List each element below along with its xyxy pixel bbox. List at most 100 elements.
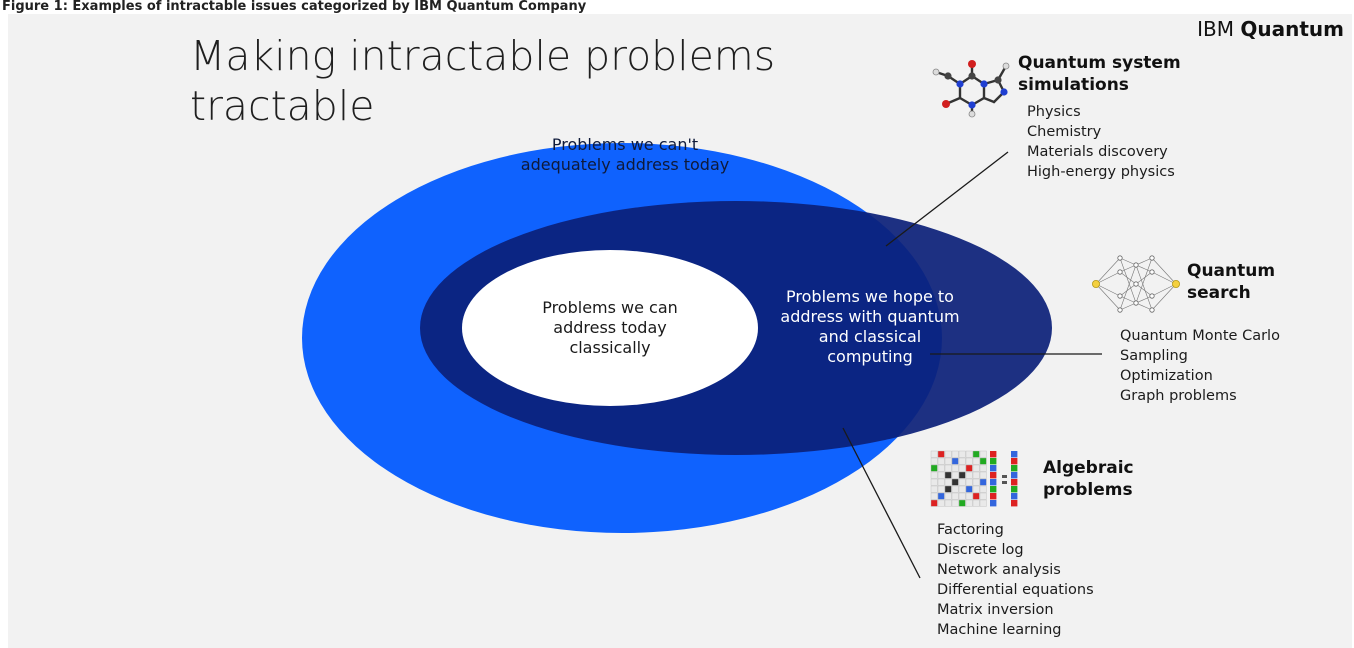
list-item: Machine learning: [937, 622, 1062, 638]
list-item: Physics: [1027, 104, 1081, 120]
list-item: Discrete log: [937, 542, 1024, 558]
vector-cell: [990, 465, 997, 472]
vector-cell: [1011, 479, 1018, 486]
list-item: Factoring: [937, 522, 1004, 538]
matrix-cell: [958, 471, 966, 479]
vector-cell: [990, 451, 997, 458]
matrix-cell: [958, 450, 966, 458]
matrix-cell: [972, 471, 980, 479]
list-item: Graph problems: [1120, 388, 1237, 404]
algebraic-title: Algebraic problems: [1043, 457, 1134, 501]
list-item: Network analysis: [937, 562, 1061, 578]
matrix-cell: [965, 464, 973, 472]
matrix-cell: [958, 478, 966, 486]
algebraic-title-line-1: Algebraic: [1043, 458, 1134, 478]
matrix-cell: [979, 471, 987, 479]
matrix-cell: [930, 457, 938, 465]
matrix-cell: [951, 492, 959, 500]
leader-line-simulations: [885, 151, 1009, 247]
simulations-list: Physics Chemistry Materials discovery Hi…: [1027, 102, 1175, 182]
matrix-cell: [979, 478, 987, 486]
matrix-cell: [951, 485, 959, 493]
matrix-cell: [958, 485, 966, 493]
matrix-cell: [944, 478, 952, 486]
matrix-icon: [930, 450, 1018, 507]
matrix-cell: [972, 450, 980, 458]
matrix-cell: [951, 457, 959, 465]
middle-label-line-3: and classical: [818, 327, 922, 346]
matrix-cell: [972, 499, 980, 507]
matrix-cell: [951, 464, 959, 472]
vector-cell: [990, 472, 997, 479]
outer-label-line-1: Problems we can't: [551, 135, 699, 154]
title-line-2: tractable: [190, 82, 375, 130]
matrix-cell: [958, 464, 966, 472]
matrix-cell: [937, 450, 945, 458]
middle-label-line-1: Problems we hope to: [786, 287, 954, 306]
inner-ellipse: [462, 250, 758, 406]
vector-cell: [1011, 500, 1018, 507]
matrix-cell: [965, 471, 973, 479]
matrix-cell: [944, 450, 952, 458]
matrix-cell: [937, 485, 945, 493]
figure-caption: Figure 1: Examples of intractable issues…: [2, 0, 587, 14]
matrix-cell: [937, 499, 945, 507]
matrix-cell: [951, 478, 959, 486]
matrix-cell: [937, 492, 945, 500]
list-item: Matrix inversion: [937, 602, 1054, 618]
vector-cell: [990, 493, 997, 500]
inner-label-line-1: Problems we can: [542, 298, 678, 317]
middle-label-line-2: address with quantum: [780, 307, 960, 326]
vector-cell: [990, 458, 997, 465]
matrix-cell: [979, 457, 987, 465]
inner-label-line-3: classically: [569, 338, 651, 357]
leader-line-algebraic: [842, 427, 921, 579]
matrix-cell: [965, 478, 973, 486]
matrix-cell: [930, 499, 938, 507]
page-title: Making intractable problems tractable: [190, 31, 890, 131]
list-item: Sampling: [1120, 348, 1188, 364]
matrix-cell: [944, 499, 952, 507]
network-icon: [1092, 255, 1181, 313]
matrix-cell: [930, 478, 938, 486]
search-title: Quantum search: [1187, 260, 1275, 304]
search-title-line-2: search: [1187, 283, 1251, 303]
vector-cell: [990, 486, 997, 493]
matrix-cell: [937, 464, 945, 472]
brand-bold: Quantum: [1240, 17, 1344, 41]
algebraic-title-line-2: problems: [1043, 480, 1133, 500]
outer-ellipse-label: Problems we can't adequately address tod…: [490, 135, 760, 175]
vector-cell: [1011, 458, 1018, 465]
middle-label-line-4: computing: [827, 347, 913, 366]
middle-ellipse-label: Problems we hope to address with quantum…: [760, 287, 980, 367]
matrix-cell: [930, 450, 938, 458]
list-item: Materials discovery: [1027, 144, 1168, 160]
matrix-cell: [965, 499, 973, 507]
list-item: Chemistry: [1027, 124, 1102, 140]
list-item: Quantum Monte Carlo: [1120, 328, 1280, 344]
title-line-1: Making intractable problems: [190, 32, 776, 80]
vector-cell: [1011, 493, 1018, 500]
matrix-cell: [958, 492, 966, 500]
matrix-cell: [965, 457, 973, 465]
matrix-cell: [972, 485, 980, 493]
list-item: Optimization: [1120, 368, 1213, 384]
ibm-quantum-logo: IBM Quantum: [1197, 17, 1344, 41]
matrix-cell: [972, 478, 980, 486]
matrix-cell: [937, 471, 945, 479]
matrix-cell: [937, 478, 945, 486]
outer-label-line-2: adequately address today: [520, 155, 730, 174]
simulations-title-line-1: Quantum system: [1018, 53, 1181, 73]
vector-cell: [990, 479, 997, 486]
matrix-cell: [972, 492, 980, 500]
matrix-cell: [979, 499, 987, 507]
matrix-cell: [972, 464, 980, 472]
matrix-cell: [965, 492, 973, 500]
matrix-cell: [958, 499, 966, 507]
search-list: Quantum Monte Carlo Sampling Optimizatio…: [1120, 326, 1280, 406]
matrix-cell: [979, 464, 987, 472]
vector-cell: [1011, 465, 1018, 472]
algebraic-list: Factoring Discrete log Network analysis …: [937, 520, 1094, 640]
